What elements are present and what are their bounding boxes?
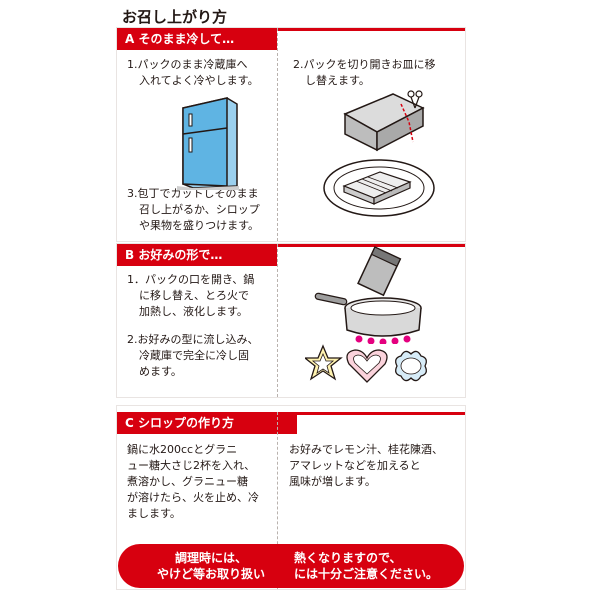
section-c-left-text: 鍋に水200ccとグラニ ュー糖大さじ2杯を入れ、 煮溶かし、グラニュー糖 が溶… <box>127 442 259 522</box>
section-b-header: B お好みの形で… <box>117 244 277 266</box>
page-title: お召し上がり方 <box>122 8 228 26</box>
section-b-step1-line: に移し替え、とろ火で <box>139 289 249 302</box>
section-a-step3-line: 召し上がるか、シロップ <box>139 203 260 216</box>
plate-with-jelly-icon <box>323 159 435 217</box>
pan-heating-icon <box>314 246 422 344</box>
section-a-step1-line: 1.パックのまま冷蔵庫へ <box>127 58 248 71</box>
section-a-header: A そのまま冷して… <box>117 28 277 50</box>
caution-right-line: 熱くなりますので、 <box>294 551 402 565</box>
section-c-left-line: 鍋に水200ccとグラニ <box>127 443 238 456</box>
section-a-step3: 3.包丁でカットしそのまま 召し上がるか、シロップ や果物を盛りつけます。 <box>127 186 260 234</box>
section-b-step1-line: 1．パックの口を開き、鍋 <box>127 273 255 286</box>
section-a-step1: 1.パックのまま冷蔵庫へ 入れてよく冷やします。 <box>127 57 259 89</box>
section-b-step1-line: 加熱し、液化します。 <box>139 305 248 318</box>
section-b-step2-line: 冷蔵庫で完全に冷し固 <box>139 349 249 362</box>
section-b-rule <box>117 244 465 247</box>
section-c-right-text: お好みでレモン汁、桂花陳酒、 アマレットなどを加えると 風味が増します。 <box>289 442 443 490</box>
caution-banner: 調理時には、 やけど等お取り扱い 熱くなりますので、 には十分ご注意ください。 <box>118 544 464 588</box>
section-a-rule <box>117 28 465 31</box>
caution-right-line: には十分ご注意ください。 <box>294 567 439 581</box>
section-a-step3-line: 3.包丁でカットしそのまま <box>127 187 259 200</box>
section-a-panel: A そのまま冷して… 1.パックのまま冷蔵庫へ 入れてよく冷やします。 2.パッ… <box>116 27 466 242</box>
jelly-molds-icon <box>305 344 427 383</box>
section-c-right-line: 風味が増します。 <box>289 475 376 488</box>
caution-left-line: 調理時には、 <box>174 551 247 565</box>
section-c-left-line: 煮溶かし、グラニュー糖 <box>127 475 248 488</box>
section-b-step2: 2.お好みの型に流し込み、 冷蔵庫で完全に冷し固 めます。 <box>127 332 259 380</box>
refrigerator-icon <box>177 97 239 190</box>
section-b-step1: 1．パックの口を開き、鍋 に移し替え、とろ火で 加熱し、液化します。 <box>127 272 254 320</box>
section-c-divider <box>277 412 278 589</box>
section-c-left-line: ュー糖大さじ2杯を入れ、 <box>127 459 256 472</box>
caution-left: 調理時には、 やけど等お取り扱い <box>156 550 266 582</box>
section-c-left-line: まします。 <box>127 507 181 520</box>
caution-left-line: やけど等お取り扱い <box>156 567 265 581</box>
section-c-right-line: アマレットなどを加えると <box>289 459 421 472</box>
section-a-step2-line: し替えます。 <box>305 74 370 87</box>
section-b-panel: B お好みの形で… 1．パックの口を開き、鍋 に移し替え、とろ火で 加熱し、液化… <box>116 243 466 398</box>
section-a-step2-line: 2.パックを切り開きお皿に移 <box>293 58 436 71</box>
pack-cutting-icon <box>343 90 425 152</box>
section-a-step2: 2.パックを切り開きお皿に移 し替えます。 <box>293 57 436 89</box>
section-a-divider <box>277 28 278 241</box>
section-a-step1-line: 入れてよく冷やします。 <box>139 74 259 87</box>
caution-right: 熱くなりますので、 には十分ご注意ください。 <box>294 550 459 582</box>
section-b-step2-line: めます。 <box>139 365 182 378</box>
section-c-left-line: が溶けたら、火を止め、冷 <box>127 491 259 504</box>
section-b-step2-line: 2.お好みの型に流し込み、 <box>127 333 259 346</box>
section-c-header: C シロップの作り方 <box>117 412 297 434</box>
section-a-step3-line: や果物を盛りつけます。 <box>139 219 260 232</box>
section-b-divider <box>277 244 278 397</box>
section-c-right-line: お好みでレモン汁、桂花陳酒、 <box>289 443 443 456</box>
